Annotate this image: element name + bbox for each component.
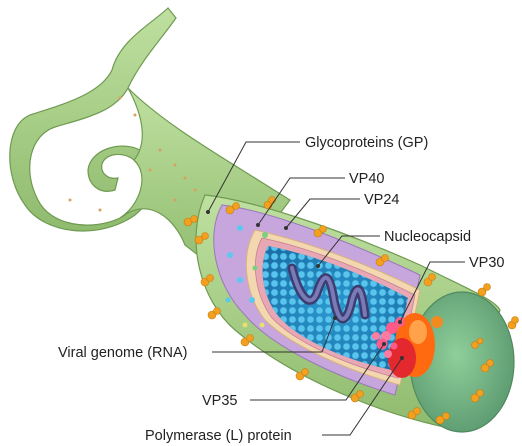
leader-vp35 — [250, 343, 385, 401]
leader-lines — [206, 141, 465, 436]
cap-orange-dot — [431, 316, 443, 328]
rna-genome-helix — [287, 263, 370, 324]
leader-polymerase — [322, 357, 403, 436]
label-nucleocapsid: Nucleocapsid — [384, 229, 471, 245]
virion-cutaway — [195, 194, 515, 433]
envelope-tail — [9, 7, 177, 232]
leader-vp40 — [257, 177, 345, 226]
label-polymerase: Polymerase (L) protein — [145, 428, 292, 444]
vp30-cluster-2 — [384, 342, 398, 358]
label-vp30: VP30 — [469, 255, 504, 271]
label-vp35: VP35 — [202, 393, 237, 409]
label-vp40: VP40 — [349, 171, 384, 187]
leader-glycoproteins — [207, 141, 300, 213]
label-viral-genome: Viral genome (RNA) — [58, 345, 187, 361]
label-glycoproteins: Glycoproteins (GP) — [305, 135, 428, 151]
leader-nucleocapsid — [317, 235, 380, 267]
tail-dots — [68, 96, 197, 212]
leader-vp30 — [399, 261, 465, 323]
label-vp24: VP24 — [364, 192, 399, 208]
leader-viral-genome — [212, 317, 336, 353]
polymerase-highlight — [409, 320, 427, 344]
matrix-dots — [225, 225, 268, 328]
leader-vp24 — [285, 198, 360, 229]
